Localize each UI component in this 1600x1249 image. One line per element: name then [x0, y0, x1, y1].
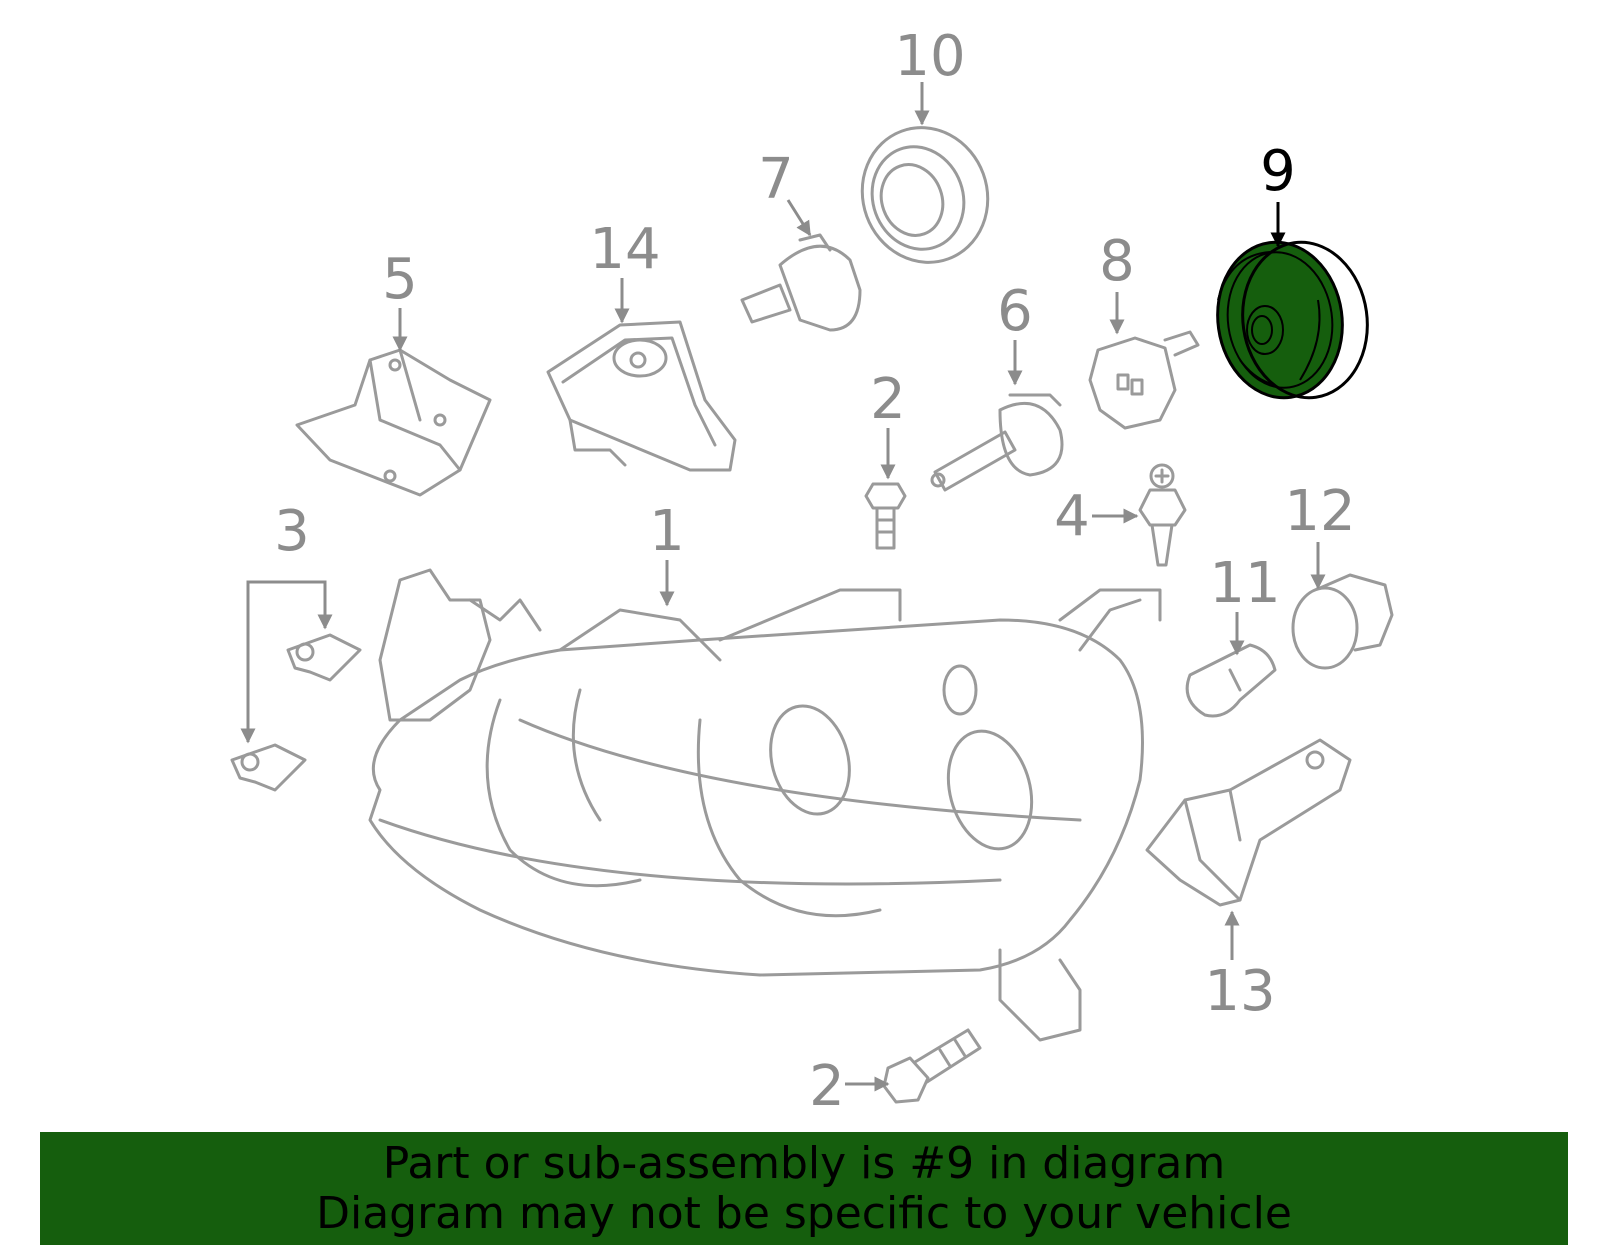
part-14-cover[interactable] — [546, 320, 737, 472]
part-2-bolt-lower[interactable] — [882, 1028, 982, 1104]
part-13-bracket[interactable] — [1145, 738, 1352, 907]
callout-11-label: 11 — [1209, 551, 1280, 616]
callout-14: 14 — [589, 217, 661, 324]
callout-6-label: 6 — [997, 279, 1033, 344]
parts-diagram: 1 2 2 3 4 5 6 7 8 9 10 11 — [230, 24, 1394, 1119]
callout-8-label: 8 — [1099, 229, 1135, 294]
callout-9-label: 9 — [1260, 139, 1296, 204]
callout-13: 13 — [1204, 910, 1276, 1024]
callout-10: 10 — [894, 24, 966, 126]
part-12-socket[interactable] — [1291, 573, 1394, 670]
callout-2-lower-label: 2 — [809, 1054, 845, 1119]
part-5-bracket[interactable] — [295, 348, 492, 497]
callout-6: 6 — [997, 279, 1033, 386]
part-6-bulb[interactable] — [930, 393, 1064, 492]
part-4-screw-clip[interactable] — [1138, 463, 1187, 567]
callout-14-label: 14 — [589, 217, 660, 282]
part-9-cap-highlighted[interactable] — [1208, 234, 1378, 406]
callout-1-label: 1 — [649, 499, 685, 564]
callout-4-label: 4 — [1054, 484, 1090, 549]
callout-12-label: 12 — [1284, 479, 1355, 544]
part-7-bulb-socket[interactable] — [740, 233, 862, 332]
callout-2-upper-label: 2 — [870, 367, 906, 432]
part-11-bulb[interactable] — [1185, 643, 1277, 718]
callout-10-label: 10 — [894, 24, 965, 89]
callout-11: 11 — [1209, 551, 1281, 656]
callout-9-highlighted: 9 — [1260, 139, 1296, 248]
banner-line-disclaimer: Diagram may not be specific to your vehi… — [316, 1188, 1292, 1239]
callout-7: 7 — [758, 147, 812, 237]
info-banner: Part or sub-assembly is #9 in diagram Di… — [40, 1132, 1568, 1245]
part-3-clips[interactable] — [230, 633, 362, 792]
part-8-socket[interactable] — [1088, 330, 1200, 430]
callout-13-label: 13 — [1204, 959, 1275, 1024]
part-2-bolt-upper[interactable] — [864, 482, 907, 550]
callout-1: 1 — [649, 499, 685, 607]
callout-3-label: 3 — [274, 499, 310, 564]
callout-4: 4 — [1054, 484, 1139, 549]
callout-2-upper: 2 — [870, 367, 906, 480]
banner-line-part: Part or sub-assembly is #9 in diagram — [382, 1138, 1226, 1189]
callout-2-lower: 2 — [809, 1054, 890, 1119]
callout-12: 12 — [1284, 479, 1356, 590]
callout-5: 5 — [382, 247, 418, 352]
part-10-ring[interactable] — [843, 110, 1006, 280]
callout-3: 3 — [240, 499, 333, 744]
callout-5-label: 5 — [382, 247, 418, 312]
callout-8: 8 — [1099, 229, 1135, 335]
part-1-headlamp-assembly[interactable] — [368, 568, 1162, 1042]
